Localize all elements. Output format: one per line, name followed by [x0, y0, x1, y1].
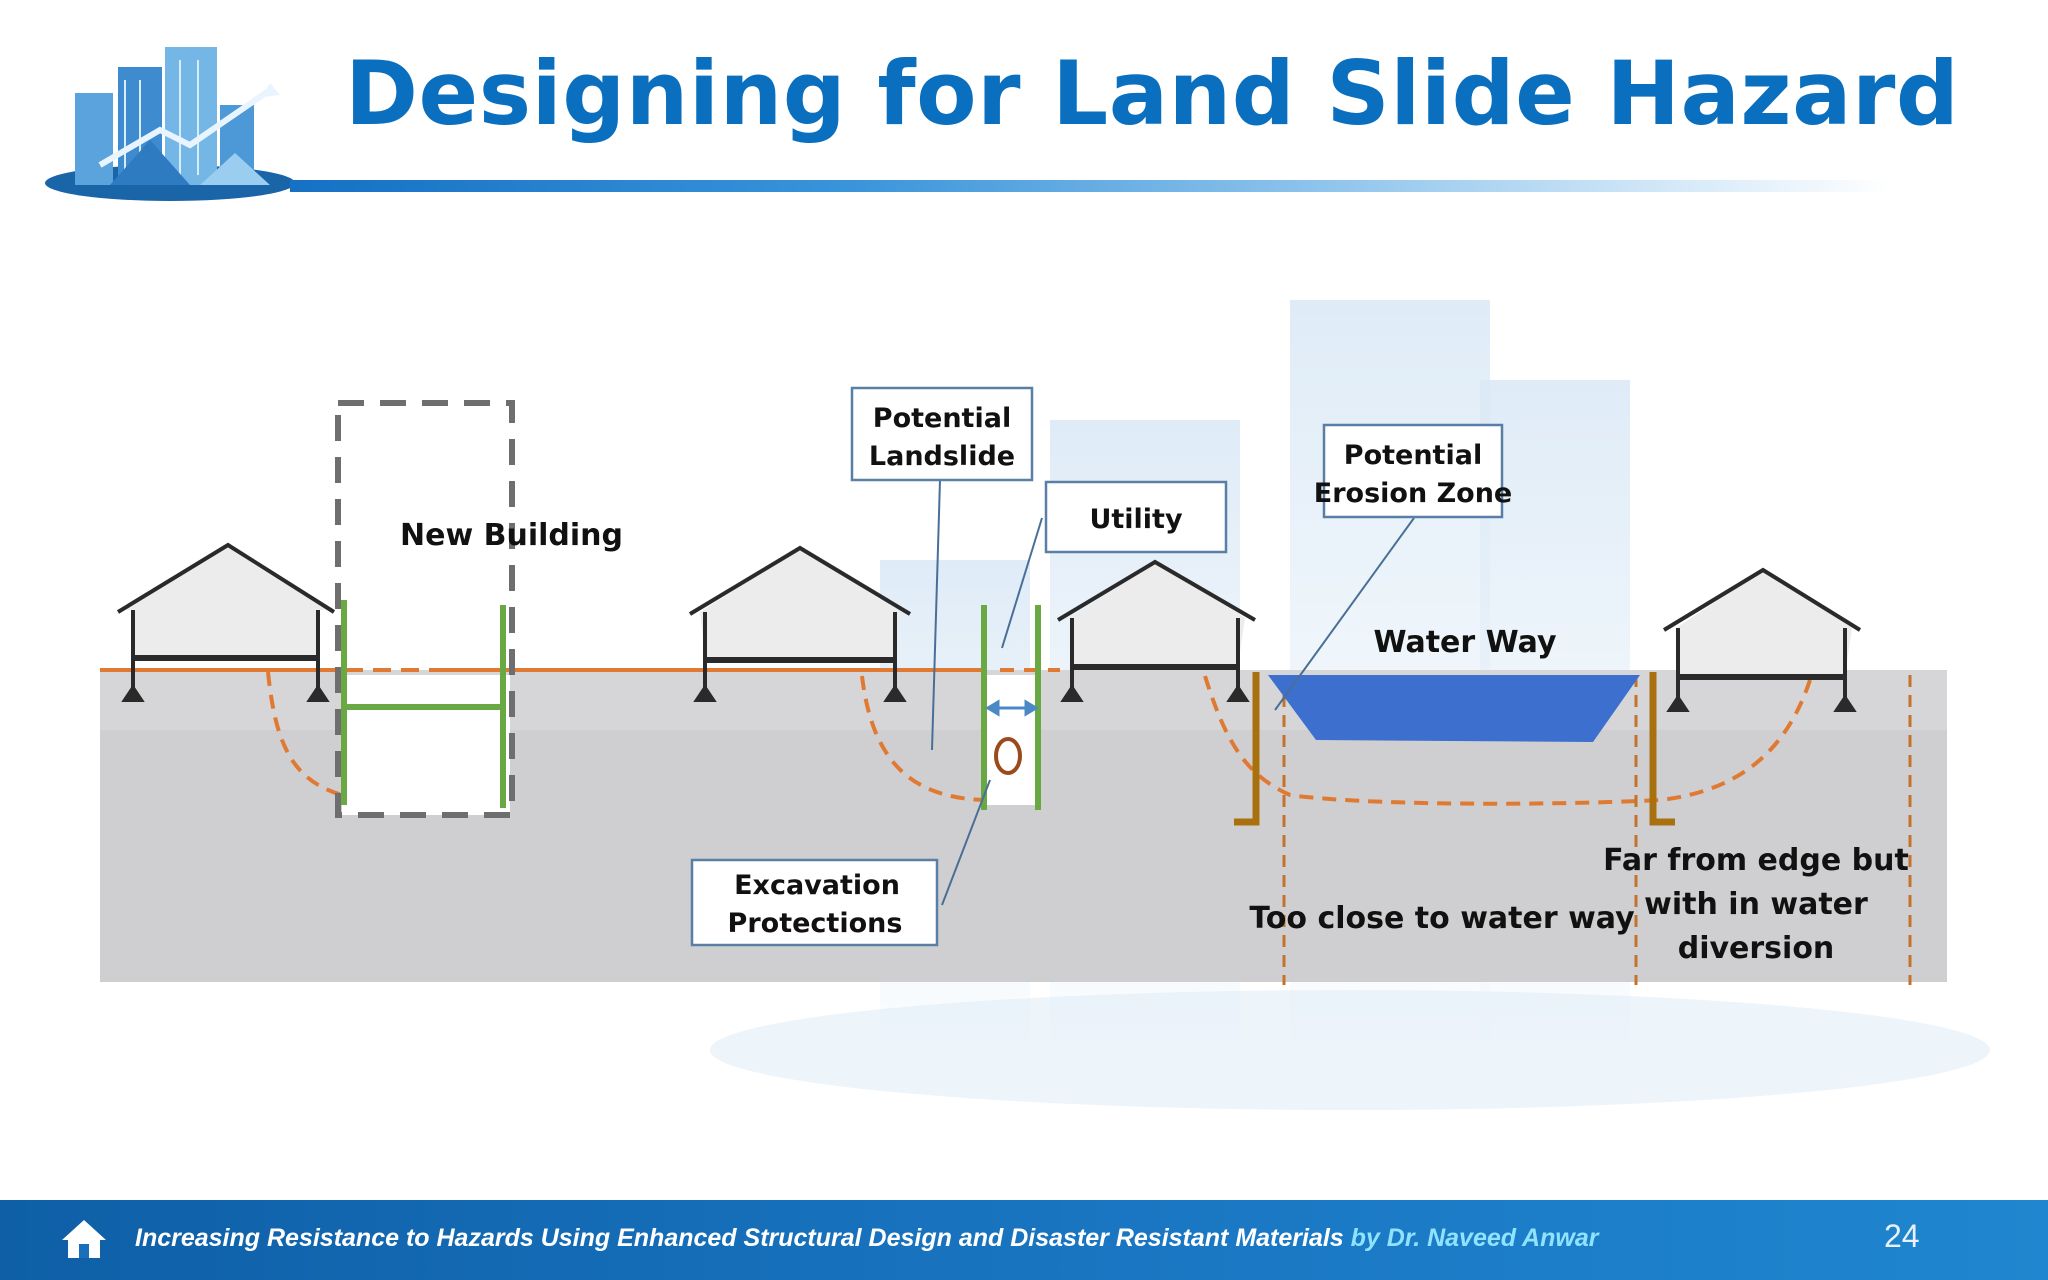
slide-title: Designing for Land Slide Hazard [345, 42, 1960, 145]
label-potential-erosion: Potential [1344, 440, 1482, 471]
slip-surface-lines [266, 671, 1812, 806]
company-logo [45, 47, 295, 201]
label-utility: Utility [1089, 504, 1183, 535]
water-way-channel [1268, 675, 1640, 742]
label-potential-landslide: Potential [873, 403, 1011, 434]
label-water-way: Water Way [1373, 625, 1557, 660]
house-1 [116, 542, 336, 702]
new-building-excavation [342, 675, 510, 815]
label-excavation: Excavation [734, 870, 900, 901]
footer-author: by Dr. Naveed Anwar [1350, 1224, 1599, 1252]
title-underline [290, 180, 1890, 192]
label-potential-erosion-line2: Erosion Zone [1314, 478, 1512, 509]
callout-boxes [690, 386, 1504, 947]
footer-caption: Increasing Resistance to Hazards Using E… [135, 1224, 1598, 1253]
label-far-from-edge-line2: with in water [1644, 887, 1868, 922]
label-far-from-edge: Far from edge but [1603, 843, 1909, 878]
excavation-shoring [341, 600, 1041, 810]
house-2 [688, 545, 912, 702]
label-far-from-edge-line3: diversion [1678, 931, 1835, 966]
zone-boundary-lines [1282, 675, 1912, 985]
label-too-close: Too close to water way [1249, 901, 1635, 936]
house-4 [1662, 567, 1862, 712]
footer-title: Increasing Resistance to Hazards Using E… [135, 1224, 1344, 1252]
utility-pipe [994, 737, 1022, 775]
callout-leaders [931, 479, 1415, 906]
home-icon[interactable] [60, 1216, 108, 1262]
new-building-outline [335, 400, 515, 818]
label-potential-landslide-line2: Landslide [869, 441, 1015, 472]
footer-bar [0, 1200, 2048, 1280]
retaining-walls [1234, 672, 1675, 826]
trench-width-arrow [985, 699, 1039, 717]
page-number: 24 [1884, 1218, 1920, 1254]
label-new-building: New Building [400, 518, 623, 553]
house-3 [1056, 559, 1257, 702]
label-excavation-line2: Protections [728, 908, 903, 939]
